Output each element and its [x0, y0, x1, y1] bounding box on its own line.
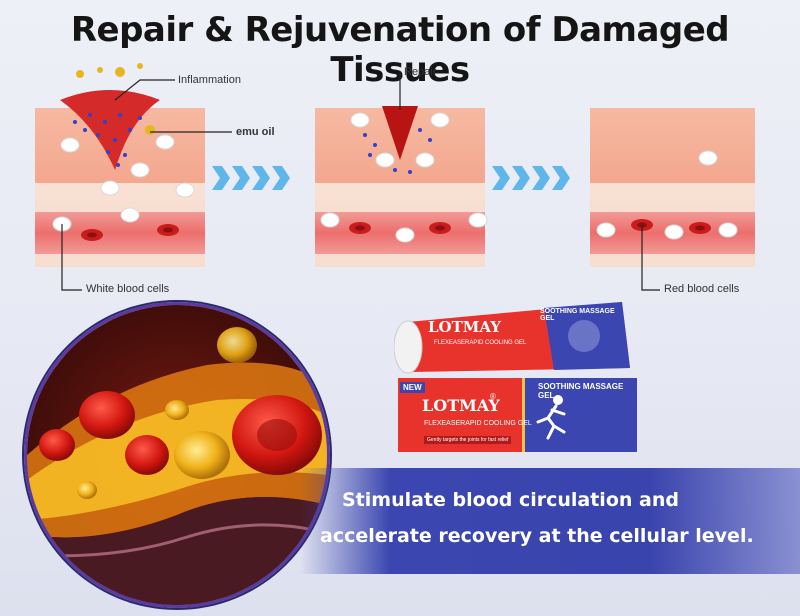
benefit-line-2: accelerate recovery at the cellular leve…: [320, 525, 754, 547]
panel-inflammation: [35, 63, 205, 267]
tube-name: SOOTHING MASSAGE GEL: [540, 308, 615, 322]
benefit-text: Stimulate blood circulation and accelera…: [320, 482, 790, 554]
label-repair: Repair: [404, 66, 437, 78]
runner-icon: [536, 395, 566, 440]
box-tagline: Gently targets the joints for fast relie…: [424, 436, 512, 444]
box-name: SOOTHING MASSAGE GEL: [538, 382, 624, 400]
benefit-banner: [300, 468, 800, 574]
box-brand: LOTMAY: [422, 396, 500, 415]
panel-repair: [315, 106, 488, 267]
tube-subtitle: FLEXEASERAPID COOLING GEL: [434, 340, 527, 346]
product-tube: LOTMAY SOOTHING MASSAGE GEL FLEXEASERAPI…: [393, 296, 630, 374]
label-emu-oil: emu oil: [236, 126, 275, 138]
box-subtitle: FLEXEASERAPID COOLING GEL: [424, 420, 532, 427]
label-white-blood-cells: White blood cells: [86, 283, 170, 295]
tissue-diagram: [35, 63, 755, 291]
product-box: NEW LOTMAY ® SOOTHING MASSAGE GEL FLEXEA…: [398, 378, 637, 452]
progress-arrows-1: [212, 166, 290, 190]
label-inflammation: Inflammation: [178, 74, 241, 86]
benefit-line-1: Stimulate blood circulation and: [342, 489, 679, 511]
progress-arrows-2: [492, 166, 570, 190]
tube-brand: LOTMAY: [428, 318, 501, 336]
label-red-blood-cells: Red blood cells: [664, 283, 740, 295]
panel-healed: [590, 108, 755, 267]
box-registered: ®: [490, 392, 496, 401]
page-title: Repair & Rejuvenation of Damaged Tissues: [70, 10, 730, 90]
blood-vessel-illustration: [24, 302, 330, 608]
new-badge: NEW: [400, 382, 425, 393]
